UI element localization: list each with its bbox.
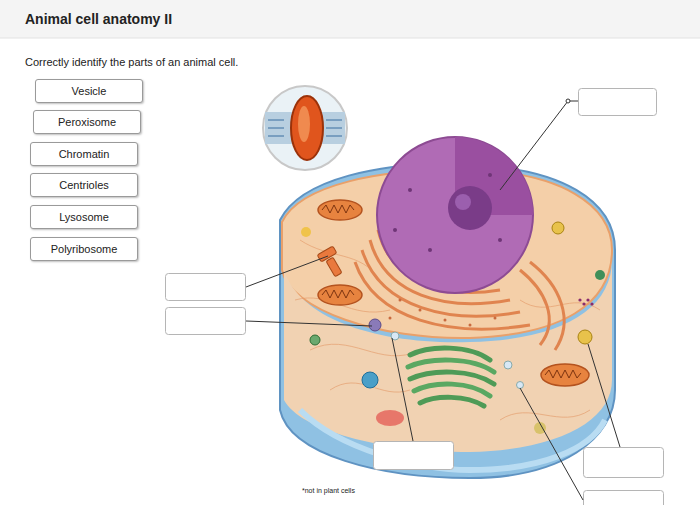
cell <box>280 137 615 478</box>
cell-part <box>414 384 490 396</box>
term-text: Chromatin <box>59 148 110 160</box>
cell-part <box>455 194 471 210</box>
cell-part <box>586 298 589 301</box>
page-title: Animal cell anatomy II <box>25 11 172 27</box>
leader-lines-part <box>500 101 578 190</box>
cell-part <box>377 137 533 293</box>
cell-part <box>408 188 412 192</box>
cell-part <box>399 299 402 302</box>
cell-part <box>494 317 497 320</box>
header-band <box>0 0 700 38</box>
term-text: Centrioles <box>59 179 109 191</box>
cell-part <box>310 344 420 356</box>
cell-part <box>590 302 593 305</box>
cell-part <box>469 324 472 327</box>
cell-part <box>428 248 432 252</box>
cell-part <box>301 222 605 434</box>
cell-part <box>455 137 533 215</box>
cell-part <box>498 238 502 242</box>
cell-part <box>300 410 605 470</box>
leader-lines <box>246 99 620 500</box>
cell-part <box>520 270 549 345</box>
cell-part <box>393 228 397 232</box>
leader-lines-part <box>246 321 372 326</box>
cell-part <box>318 200 362 220</box>
term-box: Lysosome <box>30 205 138 229</box>
cell-part <box>419 309 422 312</box>
term-text: Vesicle <box>72 85 107 97</box>
cell-part <box>318 200 589 386</box>
cell-part <box>322 205 354 213</box>
term-box: Centrioles <box>30 173 138 197</box>
cell-part <box>300 240 380 280</box>
cell-part <box>301 227 311 237</box>
cell-part <box>530 262 564 350</box>
cell-part <box>326 257 342 277</box>
instruction-text: Correctly identify the parts of an anima… <box>25 56 238 68</box>
cell-part <box>317 246 342 277</box>
term-text: Polyribosome <box>51 243 118 255</box>
mitochondrion-inset-part <box>291 96 323 160</box>
cell-part <box>389 299 497 327</box>
term-box: Vesicle <box>35 79 143 103</box>
answer-boxes-part <box>584 491 664 505</box>
leader-lines-part <box>520 388 583 500</box>
cell-part <box>595 270 605 280</box>
cell-part <box>389 317 392 320</box>
answer-boxes-part <box>166 308 246 335</box>
cell-part <box>541 364 589 386</box>
answer-boxes-part <box>579 89 657 116</box>
header-rule <box>0 38 700 39</box>
cell-part <box>393 173 502 252</box>
cell-part <box>545 370 581 378</box>
cell-part <box>578 298 593 305</box>
leader-lines-part <box>588 344 620 447</box>
footnote: *not in plant cells <box>302 487 355 494</box>
term-box: Polyribosome <box>30 237 138 261</box>
cell-part <box>322 205 581 378</box>
answer-boxes-part <box>166 274 246 301</box>
cell-part <box>578 330 592 344</box>
cell-part <box>408 348 494 406</box>
cell-part <box>448 186 492 230</box>
cell-part <box>517 382 524 389</box>
term-box: Peroxisome <box>33 110 141 134</box>
cell-part <box>444 319 447 322</box>
answer-boxes-part <box>584 448 664 478</box>
leader-lines-part <box>246 256 328 287</box>
cell-part <box>488 173 492 177</box>
mitochondrion-inset-part <box>298 106 310 142</box>
cell-part <box>362 372 378 388</box>
cell-part <box>420 397 484 406</box>
term-box: Chromatin <box>30 142 138 166</box>
term-text: Peroxisome <box>58 116 116 128</box>
cell-part <box>310 335 320 345</box>
term-text: Lysosome <box>59 211 109 223</box>
cell-part <box>578 298 581 301</box>
cell-part <box>500 410 590 420</box>
cell-part <box>318 285 362 305</box>
cell-part <box>552 222 564 234</box>
leader-lines-part <box>566 99 570 103</box>
cell-part <box>582 302 585 305</box>
cell-part <box>504 361 512 369</box>
mitochondrion-inset <box>263 86 347 170</box>
answer-boxes-part <box>374 442 454 470</box>
answer-boxes <box>166 89 664 505</box>
cell-part <box>322 290 354 298</box>
cell-part <box>376 410 404 426</box>
leader-lines-part <box>392 338 413 441</box>
cell-part <box>369 319 381 331</box>
mitochondrion-inset-part <box>263 86 347 170</box>
